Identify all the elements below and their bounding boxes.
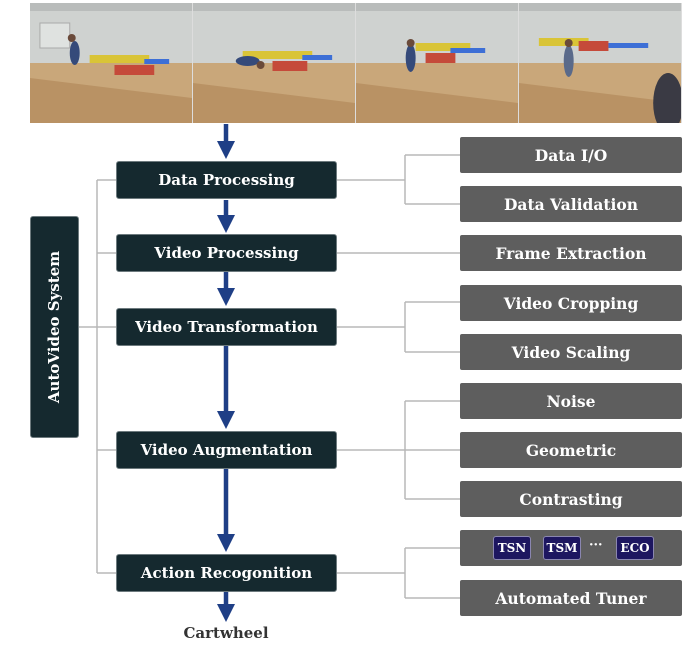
module-geometric: Geometric xyxy=(460,432,682,468)
module-video-cropping-label: Video Cropping xyxy=(503,293,639,313)
module-data-validation: Data Validation xyxy=(460,186,682,222)
stage-data-processing: Data Processing xyxy=(116,161,337,199)
module-frame-extraction: Frame Extraction xyxy=(460,235,682,271)
model-chip-tsm: TSM xyxy=(543,536,581,560)
model-chip-tsn-label: TSN xyxy=(497,541,527,555)
model-chip-eco-label: ECO xyxy=(620,541,650,555)
autovideo-system-box: AutoVideo System xyxy=(30,216,79,438)
stage-video-transformation: Video Transformation xyxy=(116,308,337,346)
video-frame-4 xyxy=(519,3,682,123)
stage-action-recognition-label: Action Recogonition xyxy=(140,564,313,582)
stage-action-recognition: Action Recogonition xyxy=(116,554,337,592)
module-data-validation-label: Data Validation xyxy=(503,194,639,214)
video-frame-3 xyxy=(356,3,519,123)
stage-video-processing: Video Processing xyxy=(116,234,337,272)
stage-video-augmentation-label: Video Augmentation xyxy=(140,441,313,459)
module-video-scaling: Video Scaling xyxy=(460,334,682,370)
module-frame-extraction-label: Frame Extraction xyxy=(495,243,647,263)
model-chip-tsn: TSN xyxy=(493,536,531,560)
stage-video-augmentation: Video Augmentation xyxy=(116,431,337,469)
stage-video-processing-label: Video Processing xyxy=(154,244,299,262)
module-geometric-label: Geometric xyxy=(525,440,617,460)
module-contrasting-label: Contrasting xyxy=(519,489,623,509)
autovideo-system-label: AutoVideo System xyxy=(45,250,64,404)
video-frames-strip xyxy=(30,3,682,123)
module-noise: Noise xyxy=(460,383,682,419)
module-automated-tuner-label: Automated Tuner xyxy=(495,588,647,608)
module-noise-label: Noise xyxy=(546,391,596,411)
model-chip-tsm-label: TSM xyxy=(546,541,578,555)
module-video-cropping: Video Cropping xyxy=(460,285,682,321)
video-frame-2 xyxy=(193,3,356,123)
model-ellipsis: ··· xyxy=(589,538,603,553)
module-contrasting: Contrasting xyxy=(460,481,682,517)
stage-data-processing-label: Data Processing xyxy=(158,171,295,189)
module-data-io-label: Data I/O xyxy=(534,145,608,165)
video-frame-1 xyxy=(30,3,193,123)
model-chip-eco: ECO xyxy=(616,536,654,560)
module-data-io: Data I/O xyxy=(460,137,682,173)
stage-video-transformation-label: Video Transformation xyxy=(135,318,318,336)
module-video-scaling-label: Video Scaling xyxy=(511,342,631,362)
output-label: Cartwheel xyxy=(183,624,269,642)
module-automated-tuner: Automated Tuner xyxy=(460,580,682,616)
